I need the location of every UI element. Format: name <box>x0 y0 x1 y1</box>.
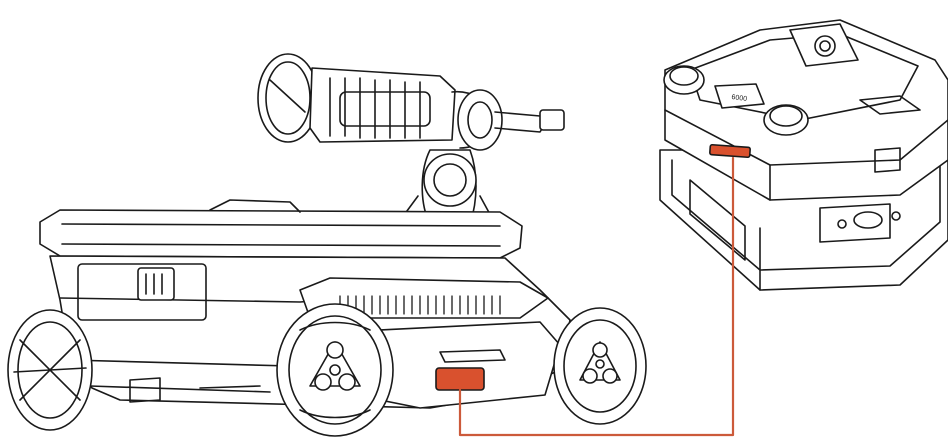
latch <box>137 267 175 301</box>
device-label: 6000 <box>731 94 748 103</box>
top-lid <box>39 209 523 259</box>
rear-left-wheel <box>7 309 93 431</box>
control-box-port-highlight <box>709 143 751 159</box>
crawler-port-highlight <box>435 367 485 391</box>
front-left-wheel <box>276 303 394 437</box>
knob-left <box>663 65 705 95</box>
crawler-robot <box>7 53 647 437</box>
ribs <box>339 295 501 315</box>
control-box: 6000 <box>659 19 948 291</box>
front-right-wheel <box>553 307 647 425</box>
front-housing <box>379 321 561 409</box>
side-panel <box>77 263 207 321</box>
connection-cable-line <box>458 156 735 437</box>
camera-mast <box>257 53 565 225</box>
knob-right <box>763 104 809 136</box>
label-plate <box>714 83 765 109</box>
